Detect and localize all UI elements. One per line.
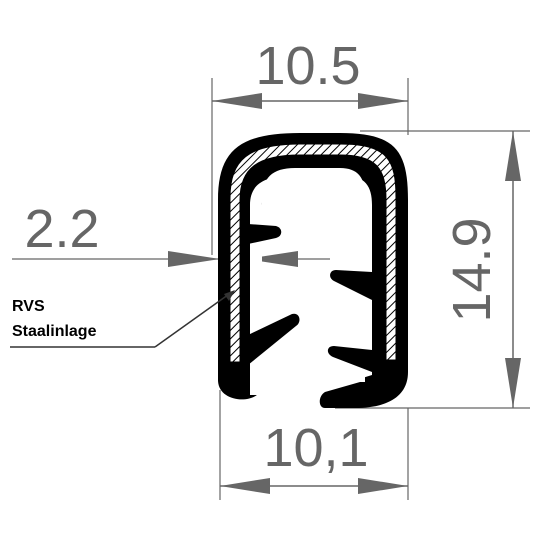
label-leader xyxy=(10,291,233,348)
bottom-width-value: 10,1 xyxy=(263,418,368,478)
label-leader-arrow xyxy=(224,290,235,301)
dimension-bottom-width: 10,1 xyxy=(220,418,408,494)
dimension-top-width: 10.5 xyxy=(212,36,408,109)
steel-insert xyxy=(229,143,397,363)
fin-right-upper xyxy=(330,270,372,300)
inner-channel xyxy=(250,176,372,395)
fin-left-lower xyxy=(248,313,300,365)
fin-right-lower xyxy=(327,346,372,372)
gripping-fins xyxy=(248,224,372,372)
height-value: 14.9 xyxy=(442,217,502,322)
thickness-value: 2.2 xyxy=(24,199,99,259)
fin-left-upper xyxy=(248,224,282,244)
dimension-height: 14.9 xyxy=(442,131,521,408)
label-line-2: Staalinlage xyxy=(12,323,97,340)
top-width-value: 10.5 xyxy=(255,36,360,96)
dimension-thickness: 2.2 xyxy=(24,199,298,267)
label-line-1: RVS xyxy=(12,298,45,315)
